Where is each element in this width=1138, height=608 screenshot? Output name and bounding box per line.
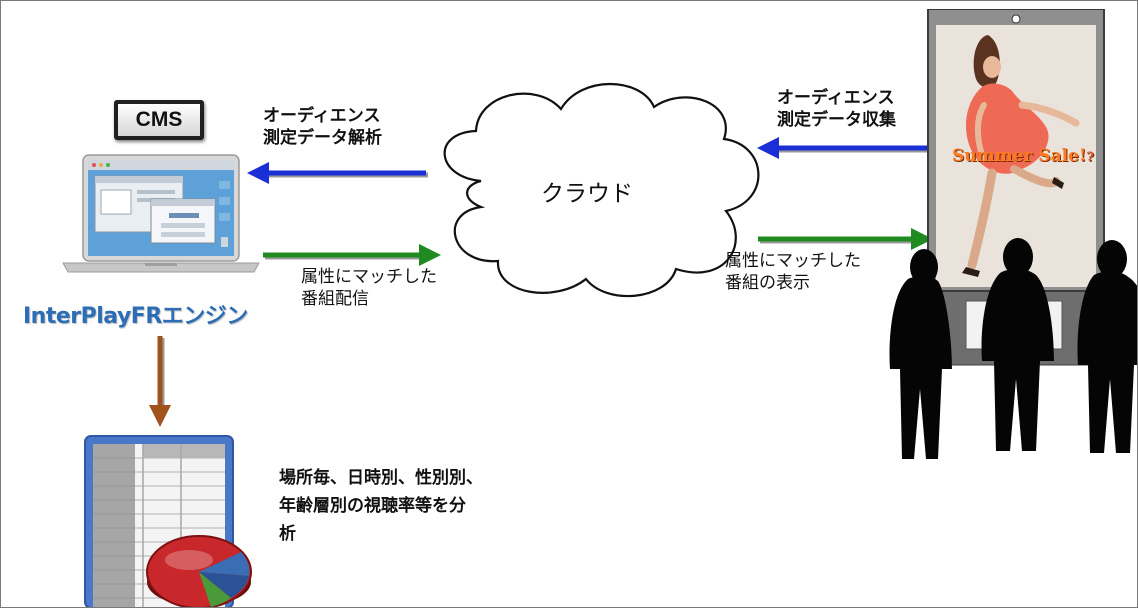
cloud-icon — [443, 82, 760, 298]
analysis-flow-label-line2: 測定データ解析 — [263, 128, 382, 148]
sale-banner-text: Summer Sale!? — [952, 146, 1094, 166]
collection-flow-label-line1: オーディエンス — [777, 88, 895, 108]
engine-name: InterPlayFRエンジン — [23, 304, 248, 329]
display-flow-label-line1: 属性にマッチした — [725, 251, 861, 271]
cloud-label: クラウド — [541, 181, 633, 207]
delivery-flow-label-line1: 属性にマッチした — [301, 267, 437, 287]
analysis-text-line2: 年齢層別の視聴率等を分 — [279, 496, 466, 516]
sale-suffix: ? — [1086, 150, 1094, 165]
delivery-arrow — [263, 244, 441, 266]
analysis-down-arrow — [149, 336, 171, 427]
cms-label: CMS — [135, 108, 183, 131]
collection-flow-label-line2: 測定データ収集 — [777, 110, 896, 130]
analysis-text-line3: 析 — [279, 524, 296, 544]
sale-text: Summer Sale! — [952, 146, 1087, 166]
display-arrow — [758, 228, 933, 250]
analysis-arrow — [247, 162, 428, 184]
audience-silhouettes-icon — [889, 238, 1137, 459]
cms-label-box: CMS — [114, 100, 204, 140]
display-flow-label-line2: 番組の表示 — [725, 273, 810, 293]
spreadsheet-pie-icon — [84, 435, 252, 607]
collection-arrow — [757, 137, 933, 159]
delivery-flow-label-line2: 番組配信 — [301, 289, 369, 309]
laptop-icon — [62, 154, 260, 273]
analysis-flow-label-line1: オーディエンス — [263, 106, 381, 126]
analysis-text-line1: 場所毎、日時別、性別別、 — [279, 468, 483, 488]
